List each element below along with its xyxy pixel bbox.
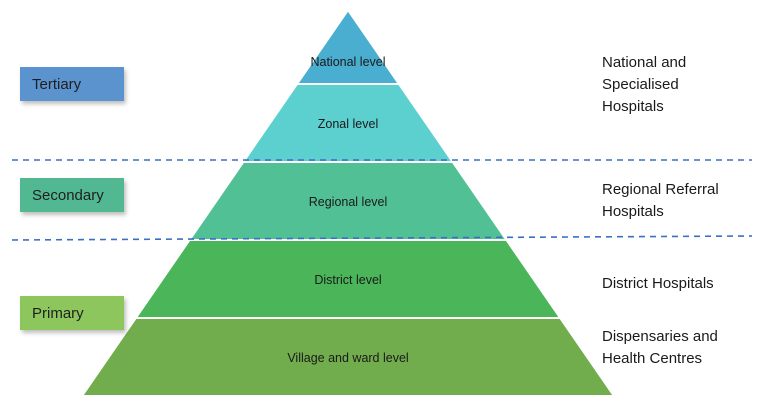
layer-national-label: National level	[310, 55, 385, 69]
layer-zonal-label: Zonal level	[318, 117, 378, 131]
tier-label-secondary: Secondary	[20, 178, 124, 212]
tier-label-primary: Primary	[20, 296, 124, 330]
description-village: Dispensaries and Health Centres	[602, 326, 718, 370]
layer-national	[295, 8, 401, 85]
description-line: Regional Referral	[602, 181, 719, 198]
description-district: District Hospitals	[602, 273, 714, 295]
description-line: Dispensaries and	[602, 328, 718, 345]
tier-divider-secondary-primary	[11, 235, 753, 241]
layer-district-label: District level	[314, 273, 381, 287]
description-national: National and Specialised Hospitals	[602, 52, 686, 118]
layer-village-label: Village and ward level	[287, 351, 408, 365]
layer-village	[80, 317, 616, 397]
description-line: Hospitals	[602, 98, 664, 115]
description-regional: Regional Referral Hospitals	[602, 179, 719, 223]
description-line: National and	[602, 54, 687, 71]
description-line: Hospitals	[602, 203, 664, 220]
description-line: Specialised	[602, 76, 679, 93]
layer-regional-label: Regional level	[309, 195, 388, 209]
description-line: District Hospitals	[602, 275, 714, 292]
description-line: Health Centres	[602, 350, 703, 367]
tier-label-tertiary: Tertiary	[20, 67, 124, 101]
